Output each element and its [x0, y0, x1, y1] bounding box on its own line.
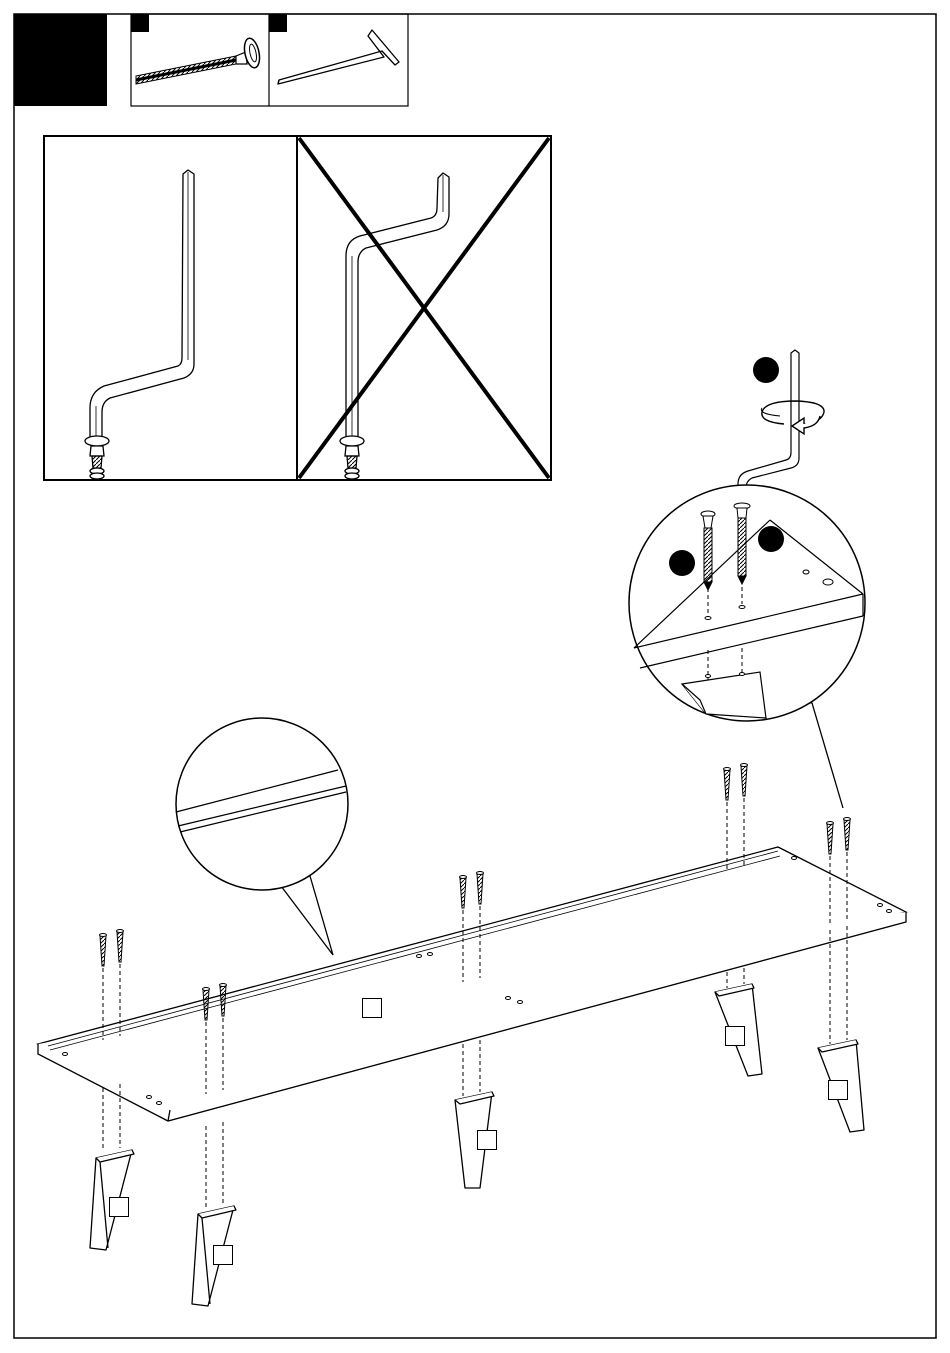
magnifier-detail-left	[176, 718, 348, 955]
magnifier-detail-right	[629, 485, 865, 808]
allen-key-incorrect	[346, 173, 449, 438]
step-badge-3	[758, 526, 784, 552]
screw-head-correct	[85, 436, 109, 479]
marker-leg-1	[109, 1197, 129, 1217]
allen-key-icon	[278, 30, 399, 84]
screw-head-incorrect	[340, 436, 364, 479]
step-badge-2	[669, 550, 695, 576]
screw-pair-4	[724, 764, 748, 801]
rotation-detail	[738, 350, 824, 505]
marker-table-top	[362, 998, 382, 1018]
marker-leg-2	[213, 1245, 233, 1265]
long-screw-icon	[136, 37, 262, 84]
marker-leg-4	[725, 1026, 745, 1046]
marker-leg-3	[477, 1130, 497, 1150]
incorrect-key-usage-panel	[297, 136, 551, 480]
cross-out-mark	[299, 138, 549, 478]
step-badge-1	[753, 357, 779, 383]
screw-pair-3	[460, 872, 484, 909]
parts-list	[131, 14, 408, 106]
screw-pair-5	[827, 818, 851, 855]
table-top-board	[38, 847, 906, 1121]
allen-key-correct	[90, 170, 194, 438]
marker-leg-5	[828, 1080, 848, 1100]
step-number-block	[14, 14, 107, 106]
screw-pair-1	[100, 930, 124, 967]
correct-key-usage-panel	[44, 136, 297, 480]
